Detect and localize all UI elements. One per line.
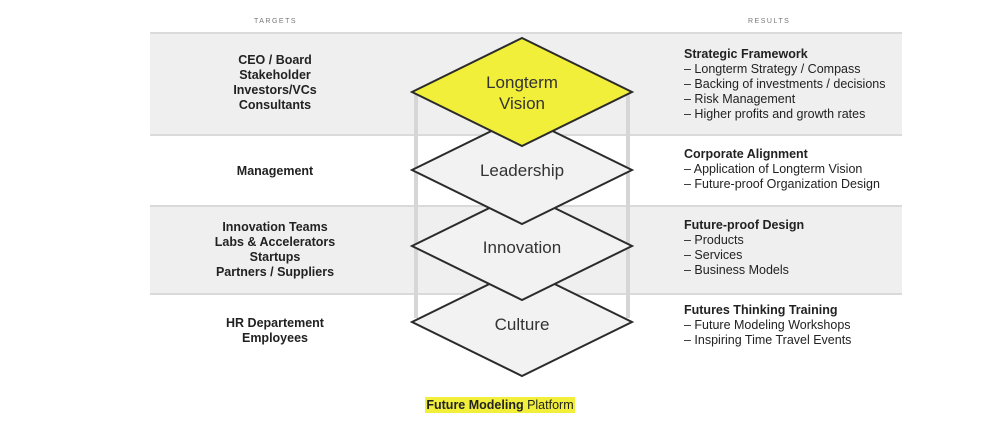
culture-diamond [409,266,635,378]
vision-targets: CEO / Board Stakeholder Investors/VCs Co… [150,53,400,113]
platform-highlight: Future Modeling Platform [425,397,575,413]
result-item: – Backing of investments / decisions [684,77,886,91]
target-item: Management [236,164,314,178]
target-item: Investors/VCs [233,83,317,97]
result-item: – Future-proof Organization Design [684,177,880,191]
innovation-label: Innovation [483,238,561,257]
platform-rest: Platform [523,398,574,412]
target-item: Partners / Suppliers [215,265,335,279]
target-item: HR Departement [226,316,324,330]
targets-header: TARGETS [254,18,298,25]
result-item: – Inspiring Time Travel Events [684,333,852,347]
result-item: – Products [684,233,744,247]
leadership-label: Leadership [480,161,564,180]
target-item: Consultants [238,98,312,112]
target-item: CEO / Board [238,53,312,67]
result-item: – Risk Management [684,92,796,106]
result-item: – Application of Longterm Vision [684,162,863,176]
innovation-targets: Innovation Teams Labs & Accelerators Sta… [150,220,400,280]
innovation-diamond [409,190,635,302]
results-header: RESULTS [748,18,791,25]
result-item: – Services [684,248,743,262]
result-item: – Longterm Strategy / Compass [684,62,861,76]
vision-results: Strategic Framework – Longterm Strategy … [684,47,886,122]
vision-label-line1: Longterm [486,73,558,92]
leadership-diamond [409,114,635,226]
result-title: Futures Thinking Training [684,303,838,317]
result-title: Strategic Framework [684,47,808,61]
target-item: Stakeholder [239,68,311,82]
result-item: – Business Models [684,263,789,277]
platform-bold: Future Modeling [426,398,524,412]
result-title: Future-proof Design [684,218,805,232]
result-item: – Future Modeling Workshops [684,318,851,332]
result-title: Corporate Alignment [684,147,808,161]
innovation-results: Future-proof Design – Products – Service… [684,218,804,278]
target-item: Employees [241,331,308,345]
leadership-results: Corporate Alignment – Application of Lon… [684,147,880,192]
result-item: – Higher profits and growth rates [684,107,866,121]
vision-label-line2: Vision [499,94,545,113]
culture-label: Culture [495,315,550,334]
leadership-targets: Management [150,164,400,179]
vision-diamond [409,36,635,148]
target-item: Startups [249,250,301,264]
culture-targets: HR Departement Employees [150,316,400,346]
target-item: Labs & Accelerators [214,235,336,249]
culture-results: Futures Thinking Training – Future Model… [684,303,851,348]
platform-caption: Future Modeling Platform [0,397,1000,413]
target-item: Innovation Teams [222,220,328,234]
